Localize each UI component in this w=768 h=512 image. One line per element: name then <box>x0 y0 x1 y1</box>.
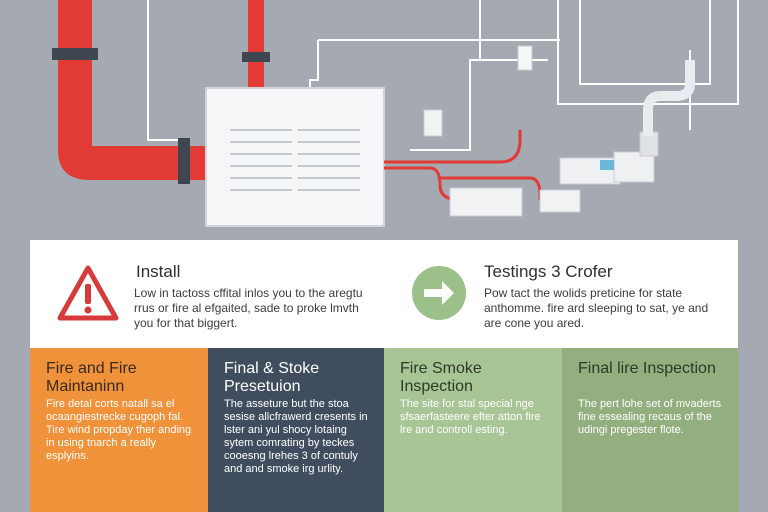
card-final-stoke: Final & Stoke Presetuion The asseture bu… <box>208 348 384 512</box>
install-panel: Install Low in tactoss cffital inlos you… <box>30 240 384 348</box>
red-pipe <box>52 0 210 184</box>
testing-description: Pow tact the wolids preticine for state … <box>484 286 709 330</box>
card-title: Fire and Fire Maintaninn <box>46 360 137 395</box>
card-fire-smoke-inspection: Fire Smoke Inspection The site for stal … <box>384 348 562 512</box>
control-box <box>205 87 385 227</box>
card-title: Fire Smoke Inspection <box>400 360 482 395</box>
testing-title: Testings 3 Crofer <box>484 262 613 281</box>
card-title: Final & Stoke Presetuion <box>224 360 320 395</box>
card-title: Final lire Inspection <box>578 360 716 377</box>
card-body: The site for stal special nge sfsaerfast… <box>400 398 541 436</box>
card-fire-maintenance: Fire and Fire Maintaninn Fire detal cort… <box>30 348 208 512</box>
card-body: Fire detal corts natall sa el ocaangiest… <box>46 398 192 462</box>
red-pipe-small <box>248 0 264 88</box>
arrow-right-icon <box>412 266 466 320</box>
plumbing-illustration <box>52 0 739 227</box>
testing-panel: Testings 3 Crofer Pow tact the wolids pr… <box>384 240 738 348</box>
card-final-inspection: Final lire Inspection The pert lohe set … <box>562 348 738 512</box>
warning-icon <box>57 265 119 321</box>
install-description: Low in tactoss cffital inlos you to the … <box>134 286 363 330</box>
card-body: The asseture but the stoa sesise allcfra… <box>224 398 368 475</box>
card-body: The pert lohe set of mvaderts fine essea… <box>578 398 722 436</box>
install-title: Install <box>136 262 181 281</box>
